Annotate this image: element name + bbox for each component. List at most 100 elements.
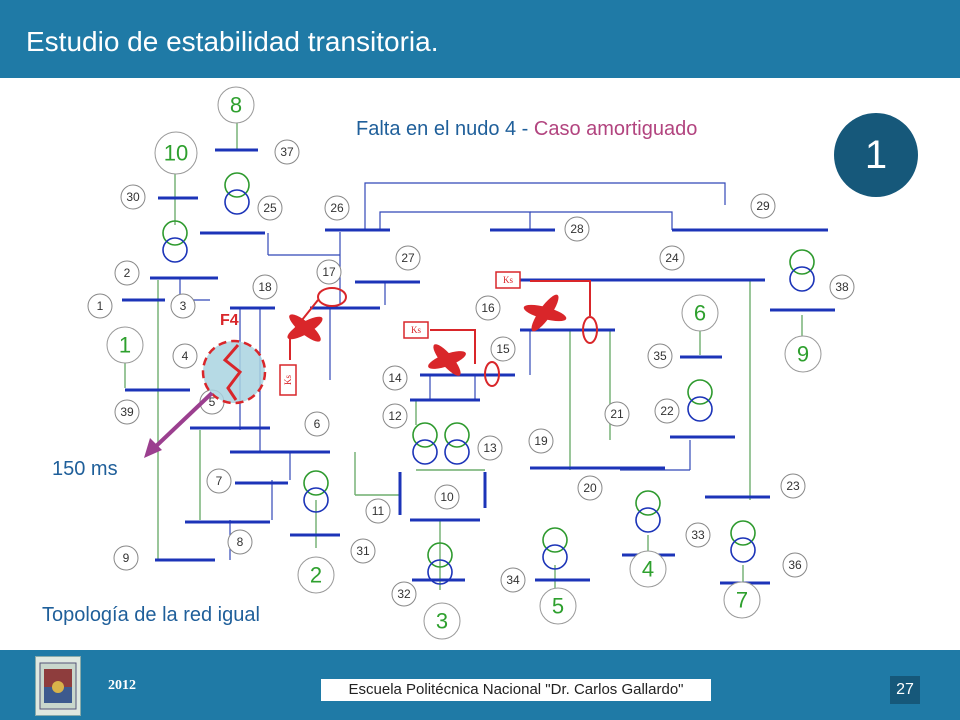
node-label-8: 8 — [227, 529, 253, 555]
svg-text:24: 24 — [665, 251, 679, 265]
svg-text:9: 9 — [797, 342, 809, 367]
transformer-8-37 — [224, 172, 250, 215]
transformer-6-35 — [687, 379, 713, 422]
svg-text:17: 17 — [322, 265, 336, 279]
node-label-26: 26 — [324, 195, 350, 221]
transformer-2-6 — [303, 470, 329, 513]
svg-text:6: 6 — [694, 301, 706, 326]
line-28-29 — [530, 211, 673, 230]
transformer-12-a — [412, 422, 438, 465]
header-bar: Estudio de estabilidad transitoria. — [0, 0, 960, 78]
node-label-27: 27 — [395, 245, 421, 271]
node-label-38: 38 — [829, 274, 855, 300]
node-label-12: 12 — [382, 403, 408, 429]
fault-arrow-line — [150, 391, 214, 452]
trip-ring-16 — [582, 316, 598, 344]
node-label-39: 39 — [114, 399, 140, 425]
svg-text:30: 30 — [126, 190, 140, 204]
node-label-23: 23 — [780, 473, 806, 499]
ks-box-15: Ks — [403, 321, 429, 339]
svg-text:36: 36 — [788, 558, 802, 572]
generator-1: 1 — [106, 326, 144, 364]
fault-label: F4 — [220, 312, 239, 329]
node-label-6: 6 — [304, 411, 330, 437]
node-label-10: 10 — [434, 484, 460, 510]
svg-text:28: 28 — [570, 222, 584, 236]
node-label-17: 17 — [316, 259, 342, 285]
line-26-28 — [379, 211, 531, 230]
node-label-33: 33 — [685, 522, 711, 548]
school-logo — [35, 656, 81, 716]
svg-text:7: 7 — [736, 588, 748, 613]
node-label-9: 9 — [113, 545, 139, 571]
svg-text:39: 39 — [120, 405, 134, 419]
node-label-32: 32 — [391, 581, 417, 607]
node-label-22: 22 — [654, 398, 680, 424]
svg-text:4: 4 — [642, 557, 654, 582]
generator-8: 8 — [217, 86, 255, 124]
node-label-1: 1 — [87, 293, 113, 319]
subtitle-highlight: Caso amortiguado — [533, 118, 698, 140]
svg-text:12: 12 — [388, 409, 402, 423]
svg-text:18: 18 — [258, 280, 272, 294]
transformer-5-20 — [542, 527, 568, 570]
fault-marker: F4 — [144, 312, 267, 458]
node-label-34: 34 — [500, 567, 526, 593]
propeller-icon — [428, 344, 466, 376]
svg-text:11: 11 — [372, 504, 385, 518]
arrow-head-icon — [144, 438, 162, 458]
node-label-16: 16 — [475, 295, 501, 321]
transformer-4-19 — [635, 490, 661, 533]
line-26-29 — [364, 182, 726, 230]
subtitle-prefix: Falta en el nudo 4 - — [356, 118, 534, 140]
svg-text:20: 20 — [583, 481, 597, 495]
generator-links — [124, 120, 803, 590]
svg-text:21: 21 — [610, 407, 624, 421]
svg-text:9: 9 — [123, 551, 130, 565]
fault-duration: 150 ms — [52, 458, 118, 480]
node-label-31: 31 — [350, 538, 376, 564]
node-label-25: 25 — [257, 195, 283, 221]
svg-text:10: 10 — [440, 490, 454, 504]
slide-title: Estudio de estabilidad transitoria. — [26, 26, 439, 57]
node-label-2: 2 — [114, 260, 140, 286]
svg-text:35: 35 — [653, 349, 667, 363]
page-number: 27 — [890, 676, 920, 704]
transformers — [162, 172, 815, 585]
svg-text:27: 27 — [401, 251, 415, 265]
node-label-15: 15 — [490, 336, 516, 362]
transformer-3-10 — [427, 542, 453, 585]
generator-2: 2 — [297, 556, 335, 594]
node-label-37: 37 — [274, 139, 300, 165]
svg-text:3: 3 — [436, 609, 448, 634]
node-label-13: 13 — [477, 435, 503, 461]
node-label-21: 21 — [604, 401, 630, 427]
propeller-icon — [287, 314, 323, 342]
node-label-24: 24 — [659, 245, 685, 271]
propeller-icon — [523, 294, 567, 332]
footer-school: Escuela Politécnica Nacional "Dr. Carlos… — [321, 679, 711, 701]
ks-box-17: Ks — [279, 364, 297, 396]
transformer-7-23 — [730, 520, 756, 563]
trip-ring-15 — [484, 361, 500, 387]
node-label-36: 36 — [782, 552, 808, 578]
generator-6: 6 — [681, 294, 719, 332]
generator-5: 5 — [539, 587, 577, 625]
svg-text:31: 31 — [356, 544, 370, 558]
node-label-28: 28 — [564, 216, 590, 242]
svg-text:1: 1 — [119, 333, 131, 358]
node-label-4: 4 — [172, 343, 198, 369]
svg-text:Ks: Ks — [283, 375, 293, 385]
fault-zone — [201, 339, 267, 405]
svg-text:3: 3 — [180, 299, 187, 313]
svg-text:2: 2 — [310, 563, 322, 588]
svg-text:8: 8 — [230, 93, 242, 118]
ks-box-16: Ks — [495, 271, 521, 289]
svg-text:14: 14 — [388, 371, 402, 385]
generator-labels: 1 2 3 4 5 6 7 8 9 10 — [106, 86, 822, 640]
node-label-30: 30 — [120, 184, 146, 210]
svg-text:38: 38 — [835, 280, 849, 294]
line-trip-markers: Ks Ks Ks — [279, 271, 598, 396]
node-labels: 1 2 3 4 5 6 7 8 9 10 11 12 13 14 15 16 1… — [87, 139, 855, 607]
